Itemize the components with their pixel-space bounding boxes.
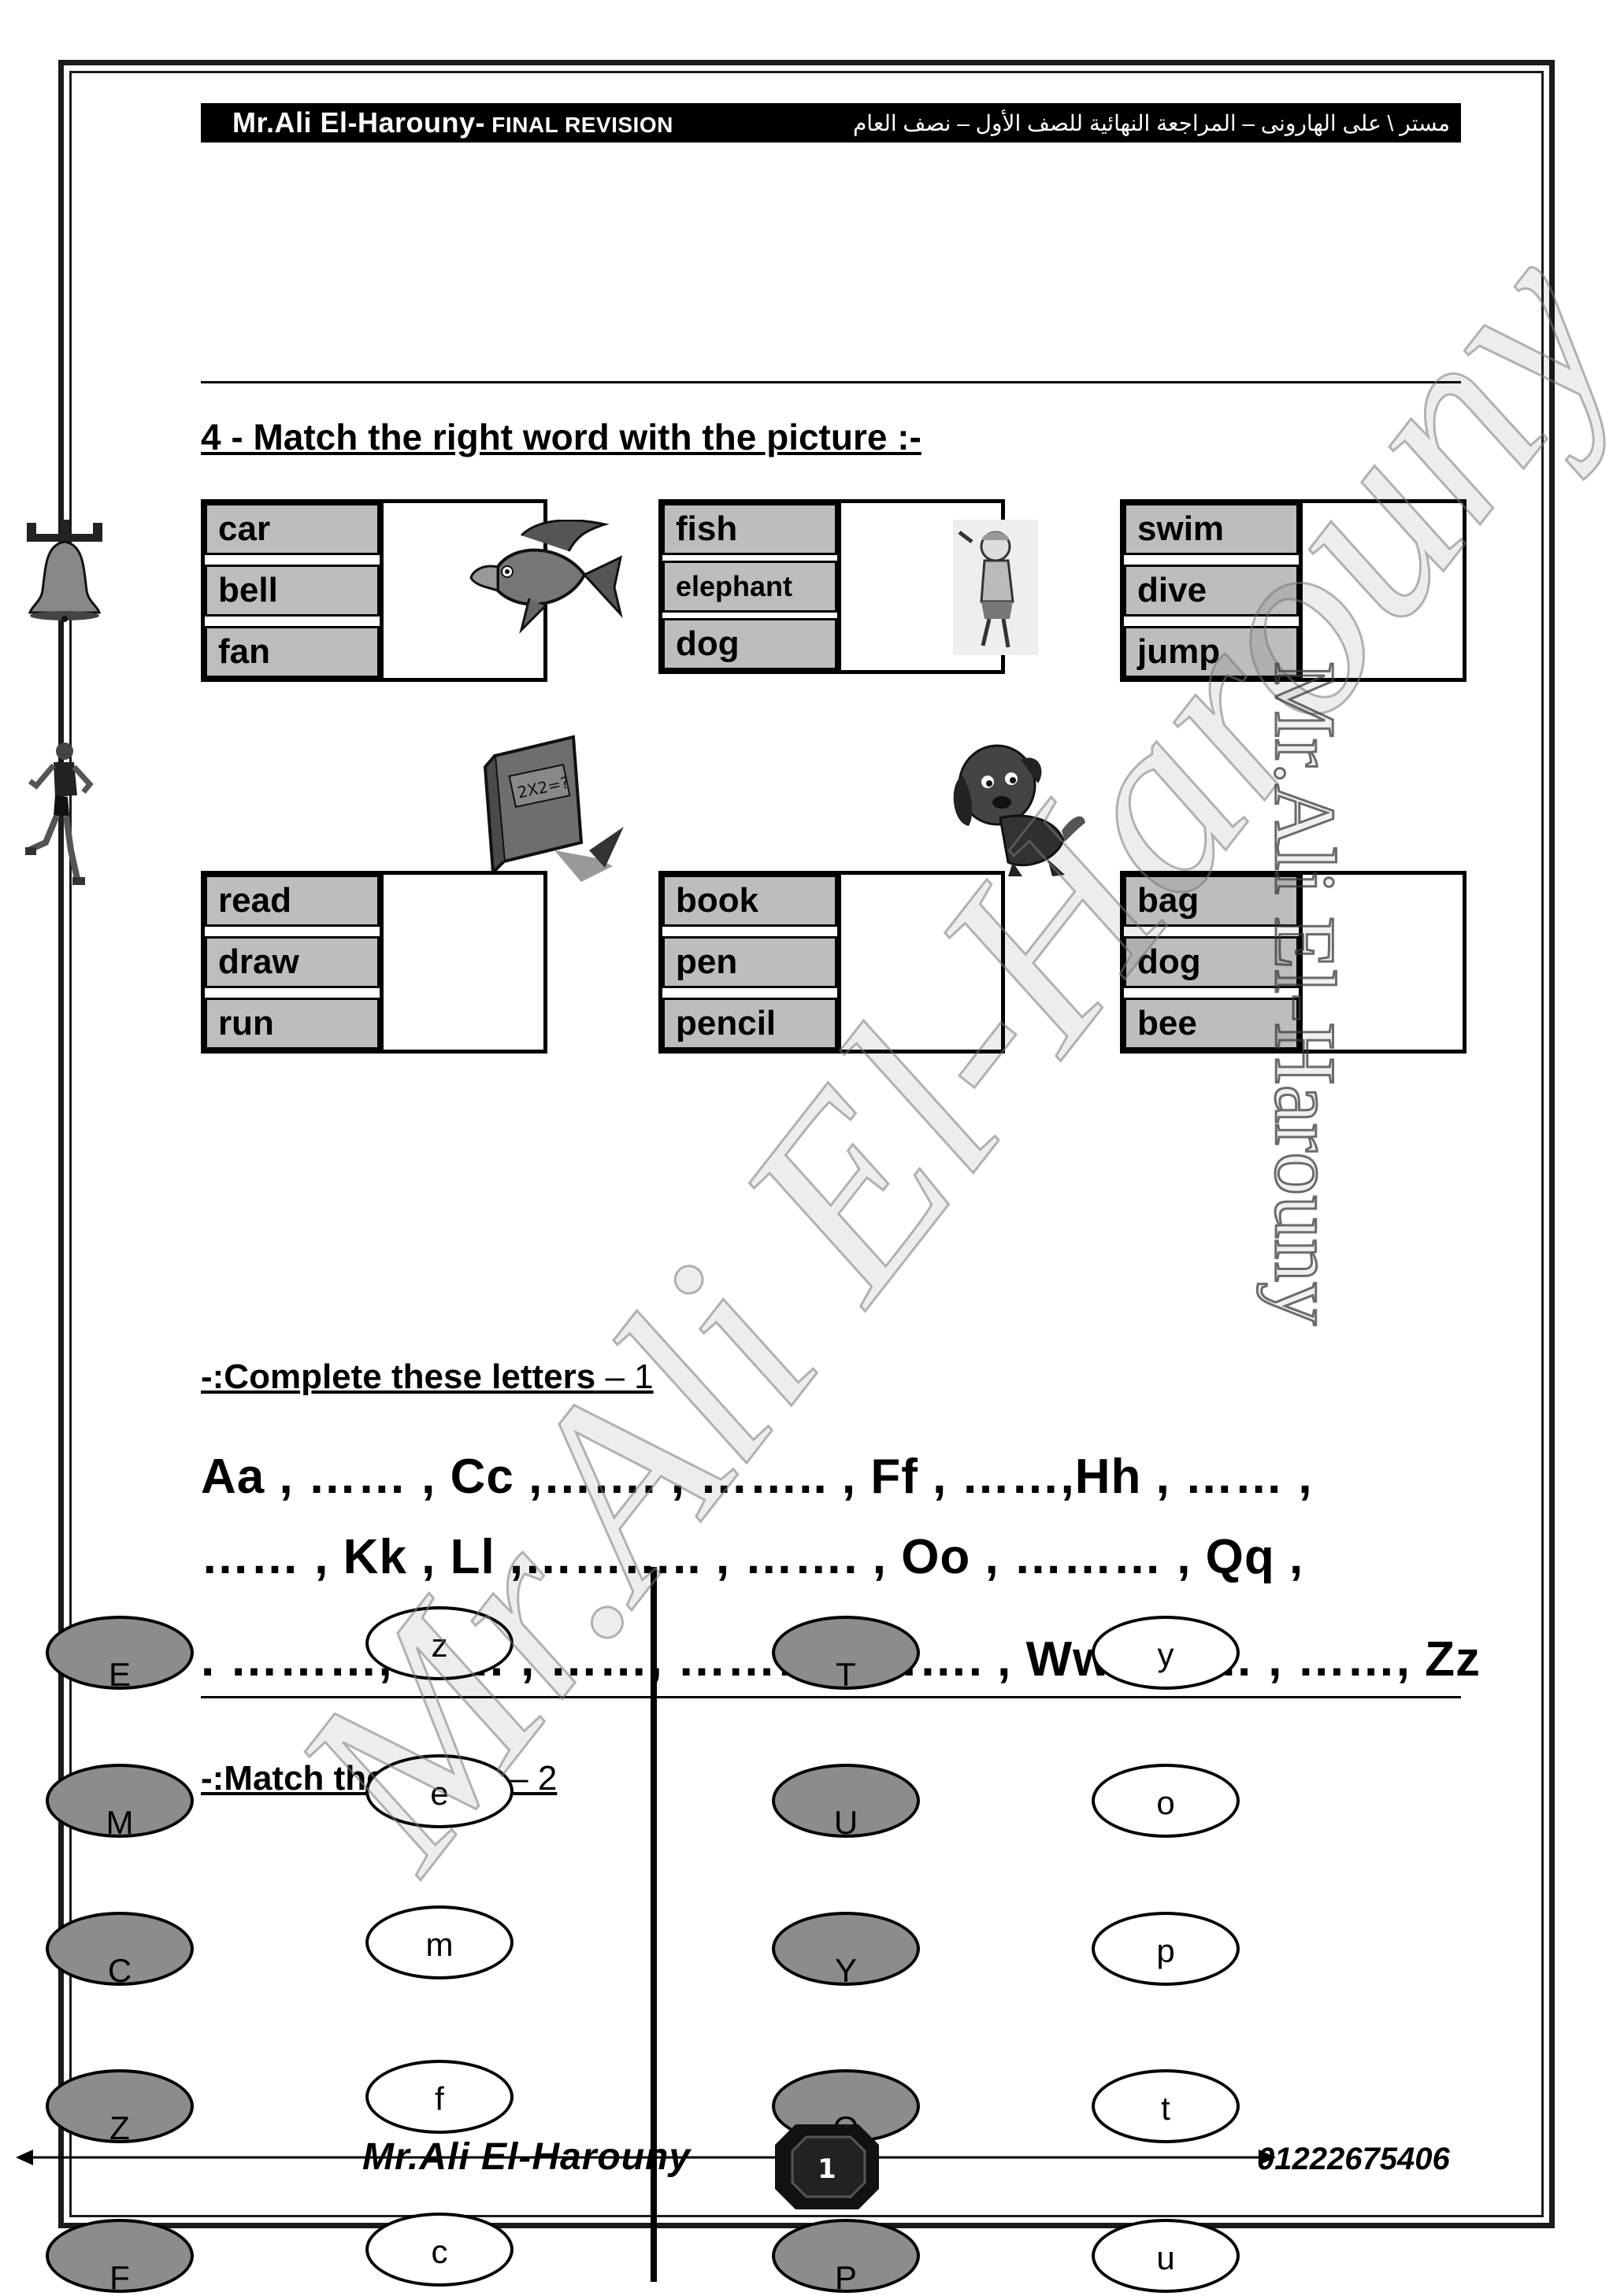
- header-bar: Mr.Ali El-Harouny- FINAL REVISION مستر \…: [201, 103, 1461, 143]
- letter-oval[interactable]: o: [1092, 1764, 1240, 1838]
- footer-teacher-name: Mr.Ali El-Harouny: [362, 2136, 692, 2178]
- header-arabic: مستر \ على الهارونى – المراجعة النهائية …: [852, 110, 1450, 135]
- letter-oval[interactable]: t: [1092, 2069, 1240, 2143]
- letter-oval[interactable]: f: [365, 2060, 514, 2134]
- word-cell[interactable]: bell: [205, 565, 380, 617]
- letter-oval[interactable]: E: [46, 1616, 194, 1691]
- word-cell[interactable]: run: [205, 998, 380, 1050]
- letter-oval[interactable]: m: [365, 1905, 514, 1979]
- runner-icon: [25, 742, 94, 885]
- book-icon: 2X2=?: [483, 735, 624, 882]
- word-cell[interactable]: read: [205, 875, 380, 927]
- letter-oval[interactable]: p: [1092, 1912, 1240, 1986]
- word-cell[interactable]: swim: [1124, 503, 1299, 555]
- bell-icon: [27, 520, 102, 622]
- letter-oval[interactable]: Z: [46, 2069, 194, 2145]
- word-cell[interactable]: jump: [1124, 626, 1299, 678]
- page-number: 1: [818, 2153, 836, 2185]
- letter-oval[interactable]: y: [1092, 1616, 1240, 1690]
- word-cell[interactable]: bee: [1124, 998, 1299, 1050]
- divider-top: [201, 381, 1461, 383]
- letter-oval[interactable]: U: [772, 1764, 920, 1839]
- word-cell[interactable]: car: [205, 503, 380, 555]
- letter-oval[interactable]: F: [46, 2219, 194, 2294]
- word-cell[interactable]: elephant: [662, 561, 837, 613]
- word-cell[interactable]: bag: [1124, 875, 1299, 927]
- word-cell[interactable]: fan: [205, 626, 380, 678]
- divider-letters: [201, 1696, 1461, 1698]
- word-cell[interactable]: book: [662, 875, 837, 927]
- letter-oval[interactable]: M: [46, 1764, 194, 1839]
- match-box-2: fish elephant dog: [658, 499, 1005, 674]
- match-box-6: bag dog bee: [1120, 871, 1467, 1054]
- page-number-badge: 1: [775, 2124, 879, 2209]
- match-box-5: book pen pencil: [658, 871, 1005, 1054]
- dog-icon: [953, 744, 1085, 876]
- header-teacher: Mr.Ali El-Harouny- FINAL REVISION: [232, 106, 673, 139]
- word-cell[interactable]: pen: [662, 936, 837, 988]
- word-cell[interactable]: fish: [662, 503, 837, 555]
- word-cell[interactable]: draw: [205, 936, 380, 988]
- letter-oval[interactable]: C: [46, 1912, 194, 1987]
- match-box-4: read draw run: [201, 871, 547, 1054]
- letter-oval[interactable]: u: [1092, 2219, 1240, 2293]
- footer-arrow-line: [16, 2150, 1276, 2165]
- letter-oval[interactable]: T: [772, 1616, 920, 1691]
- watermark-vertical: Mr.Ali El-Harouny: [1256, 661, 1355, 1327]
- page-border-inner: [69, 71, 1544, 2217]
- word-cell[interactable]: dive: [1124, 565, 1299, 617]
- fish-icon: [469, 520, 623, 634]
- letter-oval[interactable]: Y: [772, 1912, 920, 1987]
- match-box-1: car bell fan: [201, 499, 547, 682]
- jumping-boy-icon: [953, 520, 1038, 655]
- match-box-3: swim dive jump: [1120, 499, 1467, 682]
- word-cell[interactable]: dog: [662, 618, 837, 670]
- letter-oval[interactable]: e: [365, 1754, 514, 1828]
- word-cell[interactable]: dog: [1124, 936, 1299, 988]
- question-1-title: -:Complete these letters – 1: [201, 1357, 654, 1396]
- center-divider: [651, 1567, 657, 2282]
- footer-phone: 01222675406: [1257, 2142, 1450, 2176]
- letters-line-1: Aa , …… , Cc ,……. , …….. , Ff , ……,Hh , …: [201, 1450, 1313, 1504]
- word-cell[interactable]: pencil: [662, 998, 837, 1050]
- letters-line-2: …… , Kk , Ll ,……….. , ……. , Oo , ……… , Q…: [201, 1530, 1304, 1584]
- letter-oval[interactable]: c: [365, 2213, 514, 2287]
- letter-oval[interactable]: z: [365, 1606, 514, 1680]
- question-4-title: 4 - Match the right word with the pictur…: [201, 417, 921, 457]
